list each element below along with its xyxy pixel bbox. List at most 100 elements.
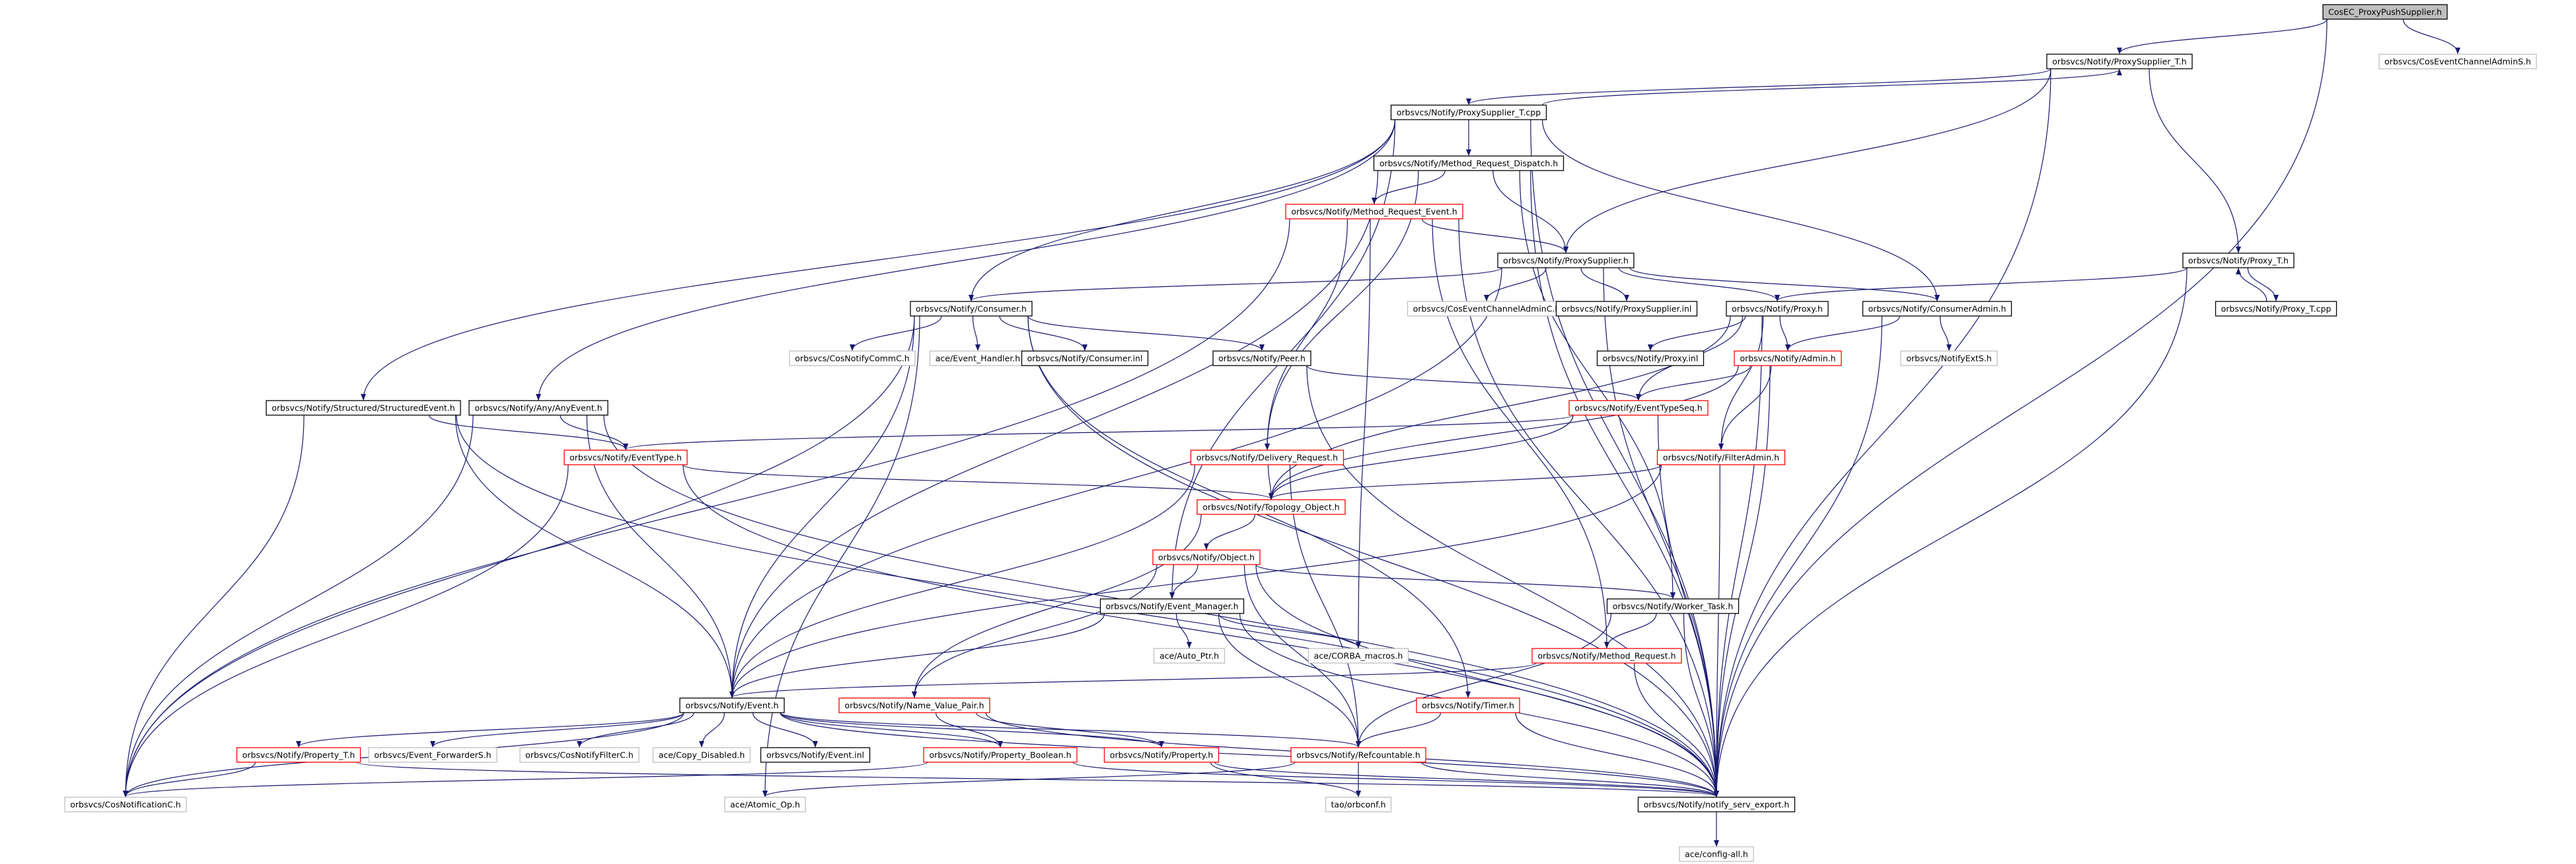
edge-mrd-to-delivreq (1265, 170, 1419, 450)
node-pst_cpp[interactable]: orbsvcs/Notify/ProxySupplier_T.cpp (1390, 104, 1547, 120)
node-autoptr[interactable]: ace/Auto_Ptr.h (1153, 648, 1226, 664)
node-propt[interactable]: orbsvcs/Notify/Property_T.h (236, 747, 361, 763)
node-proxyinl[interactable]: orbsvcs/Notify/Proxy.inl (1596, 350, 1705, 366)
node-box (923, 747, 1078, 763)
node-box (1862, 301, 2012, 317)
node-propbool[interactable]: orbsvcs/Notify/Property_Boolean.h (923, 747, 1078, 763)
edge-delivreq-to-topo (1267, 464, 1274, 500)
node-evtypeseq[interactable]: orbsvcs/Notify/EventTypeSeq.h (1568, 400, 1709, 416)
node-topo[interactable]: orbsvcs/Notify/Topology_Object.h (1196, 499, 1346, 515)
edge-mre-to-delivreq (1265, 218, 1348, 450)
node-evtype[interactable]: orbsvcs/Notify/EventType.h (564, 450, 688, 465)
node-consumer[interactable]: orbsvcs/Notify/Consumer.h (910, 301, 1033, 317)
node-property[interactable]: orbsvcs/Notify/Property.h (1103, 747, 1220, 763)
node-label: orbsvcs/Notify/Admin.h (1740, 354, 1835, 364)
node-label: orbsvcs/Notify/Property.h (1110, 750, 1213, 760)
node-atomicop[interactable]: ace/Atomic_Op.h (724, 797, 806, 812)
edge-event-to-copydis (699, 712, 725, 748)
edge-filteradmin-to-topo (1269, 464, 1662, 500)
node-label: orbsvcs/Notify/Event.inl (766, 750, 864, 760)
node-box (266, 400, 461, 416)
node-proxy[interactable]: orbsvcs/Notify/Proxy.h (1726, 301, 1829, 317)
edge-pst_cpp-to-anyev (536, 119, 1396, 401)
edge-structev-to-export (456, 414, 1719, 797)
node-copydis[interactable]: ace/Copy_Disabled.h (652, 747, 751, 763)
node-worker[interactable]: orbsvcs/Notify/Worker_Task.h (1606, 598, 1740, 614)
node-box (652, 747, 751, 763)
node-notifyexts[interactable]: orbsvcs/NotifyExtS.h (1900, 350, 1998, 366)
node-box (1637, 797, 1796, 812)
node-mre[interactable]: orbsvcs/Notify/Method_Request_Event.h (1285, 204, 1463, 219)
node-box (1679, 846, 1754, 862)
node-delivreq[interactable]: orbsvcs/Notify/Delivery_Request.h (1190, 450, 1344, 465)
node-box (519, 747, 640, 763)
node-label: orbsvcs/Notify/Method_Request_Event.h (1291, 207, 1457, 217)
node-timer[interactable]: orbsvcs/Notify/Timer.h (1416, 697, 1520, 713)
edge-mre-to-corbamacros (1356, 218, 1371, 648)
edge-consumer-to-cosnotificationc (123, 315, 915, 797)
node-label: orbsvcs/Notify/Method_Request_Dispatch.h (1380, 159, 1558, 169)
node-evhandler[interactable]: ace/Event_Handler.h (929, 350, 1027, 366)
node-peer[interactable]: orbsvcs/Notify/Peer.h (1212, 350, 1311, 366)
node-label: orbsvcs/Notify/Any/AnyEvent.h (474, 403, 602, 413)
node-refcount[interactable]: orbsvcs/Notify/Refcountable.h (1290, 747, 1426, 763)
node-proxyt[interactable]: orbsvcs/Notify/Proxy_T.h (2182, 253, 2295, 268)
node-label: orbsvcs/Notify/Proxy.inl (1603, 354, 1699, 364)
node-methreq[interactable]: orbsvcs/Notify/Method_Request.h (1531, 648, 1682, 664)
node-orbconf[interactable]: tao/orbconf.h (1325, 797, 1392, 812)
node-label: orbsvcs/Notify/Object.h (1158, 553, 1255, 563)
edge-consumer-to-export (1027, 315, 1719, 797)
node-ps[interactable]: orbsvcs/Notify/ProxySupplier.h (1497, 253, 1635, 268)
edge-ps-to-event (729, 267, 1502, 698)
node-cecadmins[interactable]: orbsvcs/CosEventChannelAdminS.h (2378, 54, 2537, 69)
edge-consumer-to-atomicop (762, 315, 920, 797)
node-filteradmin[interactable]: orbsvcs/Notify/FilterAdmin.h (1656, 450, 1786, 465)
node-psinl[interactable]: orbsvcs/Notify/ProxySupplier.inl (1555, 301, 1698, 317)
node-cecadminc[interactable]: orbsvcs/CosEventChannelAdminC.h (1407, 301, 1566, 317)
node-label: orbsvcs/Notify/EventTypeSeq.h (1574, 403, 1702, 413)
node-box (1285, 204, 1463, 219)
edge-delivreq-to-refcount (1289, 464, 1361, 748)
node-label: orbsvcs/Notify/ProxySupplier.h (1503, 256, 1629, 266)
node-label: orbsvcs/Notify/EventType.h (570, 453, 682, 463)
node-evmgr[interactable]: orbsvcs/Notify/Event_Manager.h (1099, 598, 1245, 614)
nodes-layer: CosEC_ProxyPushSupplier.h orbsvcs/Notify/… (64, 4, 2537, 862)
node-admin[interactable]: orbsvcs/Notify/Admin.h (1734, 350, 1842, 366)
edge-evtypeseq-to-topo (1269, 414, 1574, 500)
node-cadmin[interactable]: orbsvcs/Notify/ConsumerAdmin.h (1862, 301, 2012, 317)
edge-root-to-export (1714, 19, 2328, 797)
node-event[interactable]: orbsvcs/Notify/Event.h (679, 697, 785, 713)
edge-pst_cpp-to-structev (361, 119, 1396, 401)
node-cosnotifycommc[interactable]: orbsvcs/CosNotifyCommC.h (789, 350, 916, 366)
node-label: CosEC_ProxyPushSupplier.h (2328, 7, 2442, 17)
node-configall[interactable]: ace/config-all.h (1679, 846, 1754, 862)
node-mrd[interactable]: orbsvcs/Notify/Method_Request_Dispatch.h (1373, 155, 1564, 171)
node-label: orbsvcs/Notify/Peer.h (1218, 354, 1306, 364)
node-evfwd[interactable]: orbsvcs/Event_ForwarderS.h (368, 747, 497, 763)
node-anyev[interactable]: orbsvcs/Notify/Any/AnyEvent.h (468, 400, 608, 416)
edge-cadmin-to-admin (1785, 315, 1901, 351)
node-structev[interactable]: orbsvcs/Notify/Structured/StructuredEven… (266, 400, 461, 416)
edge-event-to-evfwd (430, 712, 684, 748)
node-consinl[interactable]: orbsvcs/Notify/Consumer.inl (1021, 350, 1149, 366)
node-corbamacros[interactable]: ace/CORBA_macros.h (1307, 648, 1409, 664)
node-proxytcpp[interactable]: orbsvcs/Notify/Proxy_T.cpp (2215, 301, 2337, 317)
node-export[interactable]: orbsvcs/Notify/notify_serv_export.h (1637, 797, 1796, 812)
node-cosnotificationc[interactable]: orbsvcs/CosNotificationC.h (64, 797, 187, 812)
node-box (2046, 54, 2193, 69)
node-nvpair[interactable]: orbsvcs/Notify/Name_Value_Pair.h (838, 697, 990, 713)
node-cosnotifyfilterc[interactable]: orbsvcs/CosNotifyFilterC.h (519, 747, 640, 763)
node-label: orbsvcs/CosNotifyFilterC.h (525, 750, 634, 760)
node-label: orbsvcs/Notify/Proxy.h (1732, 304, 1823, 314)
node-object[interactable]: orbsvcs/Notify/Object.h (1152, 549, 1261, 565)
node-root[interactable]: CosEC_ProxyPushSupplier.h (2322, 4, 2448, 20)
edge-structev-to-cosnotificationc (123, 414, 305, 797)
edge-anyev-to-cosnotificationc (123, 414, 474, 797)
edge-event-to-propt (296, 712, 684, 748)
edge-propt-to-cosnotificationc (123, 762, 256, 797)
node-eventinl[interactable]: orbsvcs/Notify/Event.inl (760, 747, 871, 763)
node-label: orbsvcs/Notify/Proxy_T.cpp (2221, 304, 2332, 314)
edge-root-to-pst_h (2117, 19, 2328, 54)
node-pst_h[interactable]: orbsvcs/Notify/ProxySupplier_T.h (2046, 54, 2193, 69)
